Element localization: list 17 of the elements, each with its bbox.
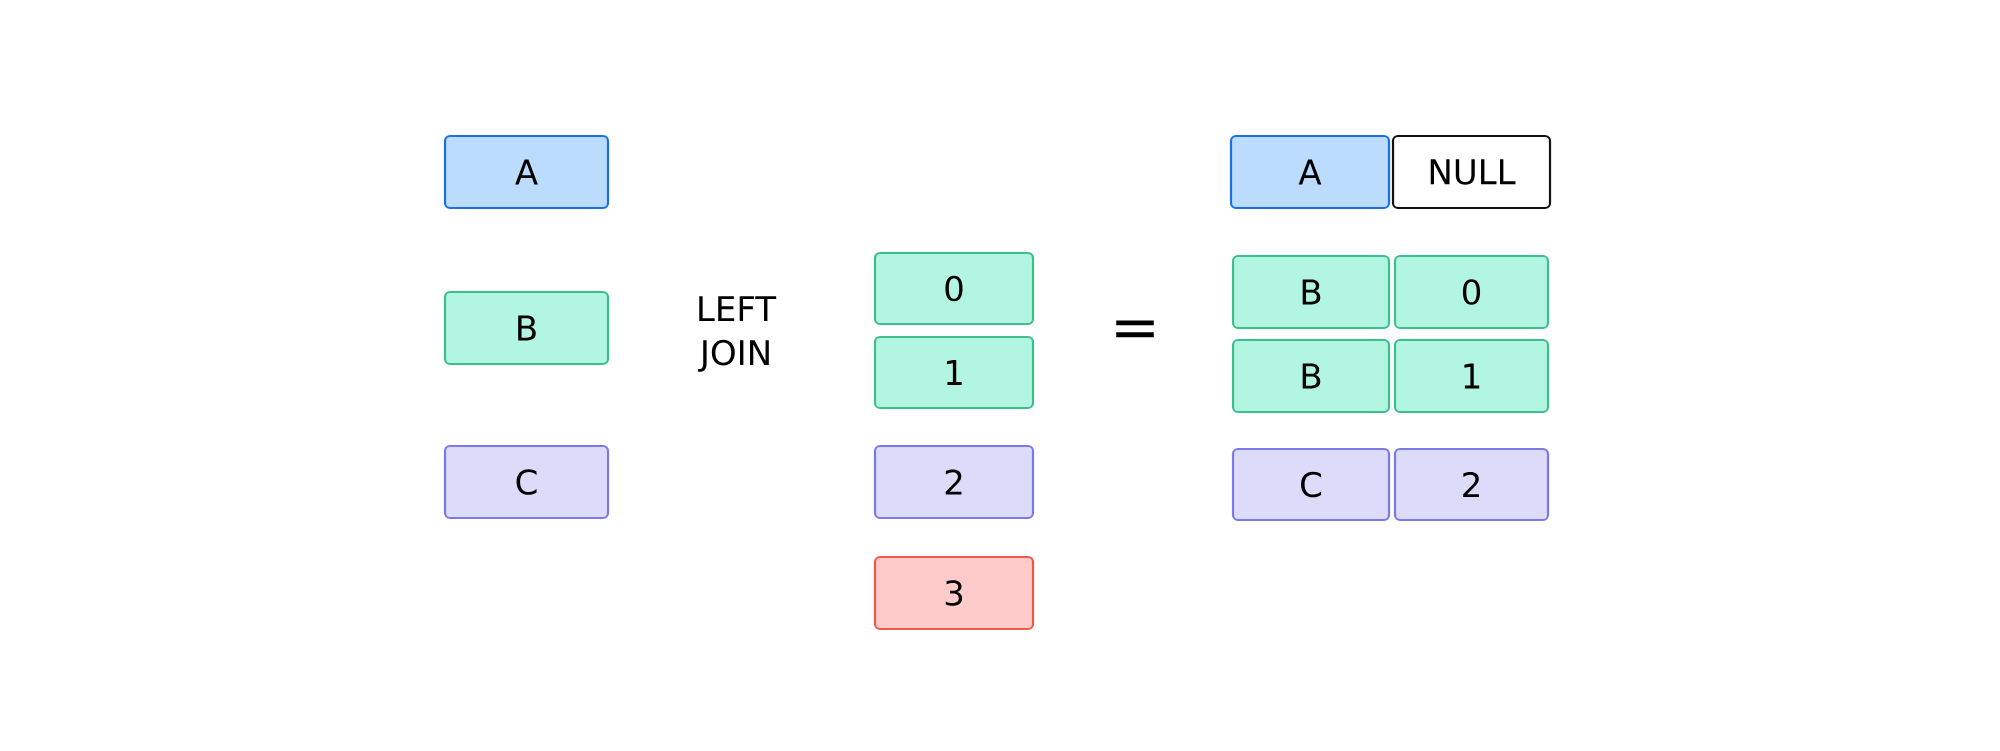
table-cell: B bbox=[1231, 254, 1391, 330]
table-cell: NULL bbox=[1391, 134, 1552, 210]
table-cell: 3 bbox=[873, 555, 1035, 631]
table-cell: B bbox=[443, 290, 610, 366]
table-cell: 2 bbox=[873, 444, 1035, 520]
table-cell: A bbox=[443, 134, 610, 210]
table-cell: 1 bbox=[873, 335, 1035, 410]
table-cell: 2 bbox=[1393, 447, 1550, 522]
table-cell: 0 bbox=[873, 251, 1035, 326]
equals-sign: = bbox=[1116, 320, 1154, 338]
operator-label: LEFT JOIN bbox=[698, 296, 777, 372]
table-cell: C bbox=[443, 444, 610, 520]
table-cell: B bbox=[1231, 338, 1391, 414]
table-cell: 0 bbox=[1393, 254, 1550, 330]
table-cell: A bbox=[1229, 134, 1391, 210]
table-cell: 1 bbox=[1393, 338, 1550, 414]
table-cell: C bbox=[1231, 447, 1391, 522]
